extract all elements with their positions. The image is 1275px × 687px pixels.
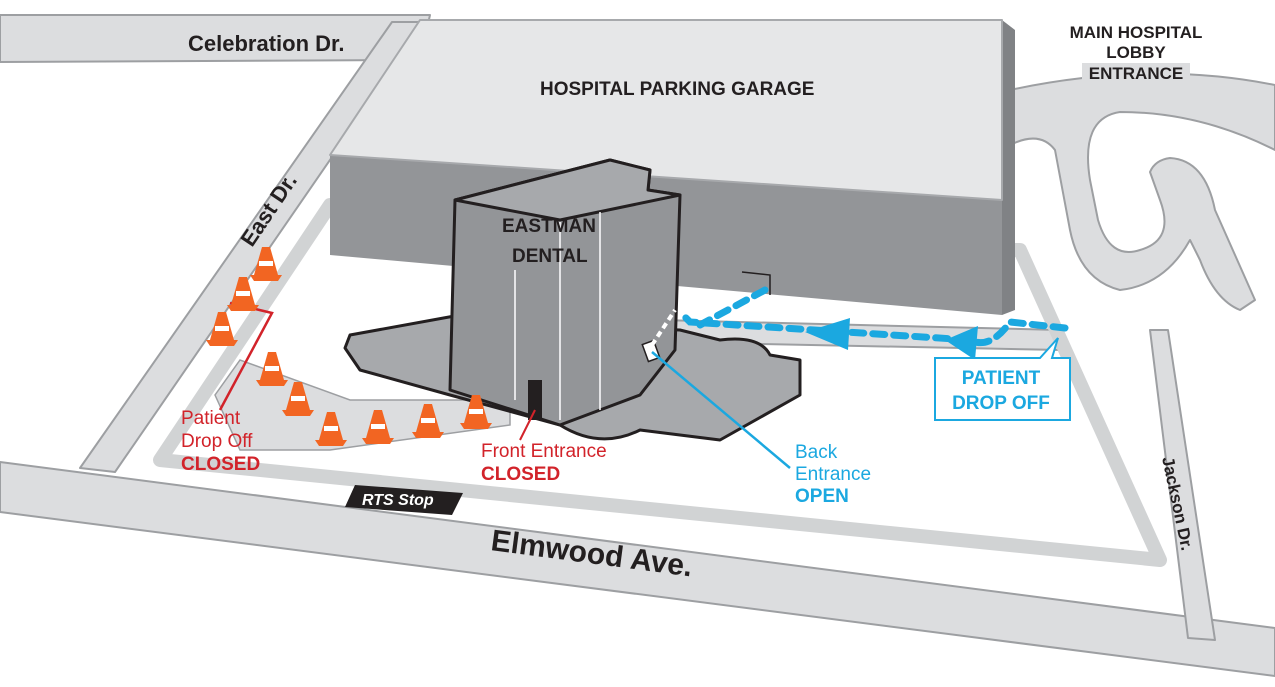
rts-stop-sign [345, 485, 463, 515]
back-entrance-line2: Entrance [795, 464, 871, 485]
lobby-drive-road [1009, 72, 1275, 311]
closed-dropoff-line2: Drop Off [181, 431, 253, 452]
lobby-label-line3: ENTRANCE [1089, 64, 1183, 83]
front-entrance-line2: CLOSED [481, 464, 560, 485]
front-entrance-pointer [519, 409, 536, 441]
garage-side-wall [1002, 20, 1015, 315]
cone [412, 404, 444, 438]
traffic-cones [206, 247, 492, 446]
dental-label-line1: EASTMAN [502, 216, 596, 237]
lobby-label-line1: MAIN HOSPITAL [1070, 23, 1203, 42]
cone [256, 352, 288, 386]
back-entrance-pointer [651, 351, 791, 469]
rts-stop-label: RTS Stop [362, 492, 434, 509]
open-dropoff-callout [934, 337, 1071, 421]
jackson-dr-road [1149, 329, 1216, 641]
dental-tower-lines [514, 212, 601, 420]
cone [206, 312, 238, 346]
cone [362, 410, 394, 444]
back-canopy [741, 271, 771, 295]
garage-label: HOSPITAL PARKING GARAGE [540, 79, 814, 100]
cone [227, 277, 259, 311]
front-entrance-line1: Front Entrance [481, 441, 607, 462]
route-arrow-2 [805, 318, 850, 350]
open-dropoff-line1: PATIENT [962, 368, 1041, 389]
cone [315, 412, 347, 446]
back-entrance-line1: Back [795, 442, 838, 463]
closed-dropoff-line3: CLOSED [181, 454, 260, 475]
celebration-dr-label: Celebration Dr. [188, 31, 344, 56]
east-dr-road [79, 21, 426, 473]
elmwood-ave-road [0, 461, 1275, 677]
lobby-label-highlight [1082, 63, 1190, 83]
dental-tower-top [453, 158, 682, 222]
back-door-path [650, 308, 677, 347]
front-entrance-door [528, 380, 542, 420]
dental-label-line2: DENTAL [512, 246, 588, 267]
cone [282, 382, 314, 416]
open-dropoff-line2: DROP OFF [952, 393, 1050, 414]
closed-dropoff-line1: Patient [181, 408, 241, 429]
back-entrance-line3: OPEN [795, 486, 849, 507]
lobby-label-line2: LOBBY [1106, 43, 1166, 62]
cone [250, 247, 282, 281]
garage-roof [329, 19, 1003, 201]
route-arrow-1 [945, 326, 978, 360]
eastman-dental-building [343, 158, 802, 442]
open-route-branch [696, 286, 769, 329]
cone [460, 395, 492, 429]
